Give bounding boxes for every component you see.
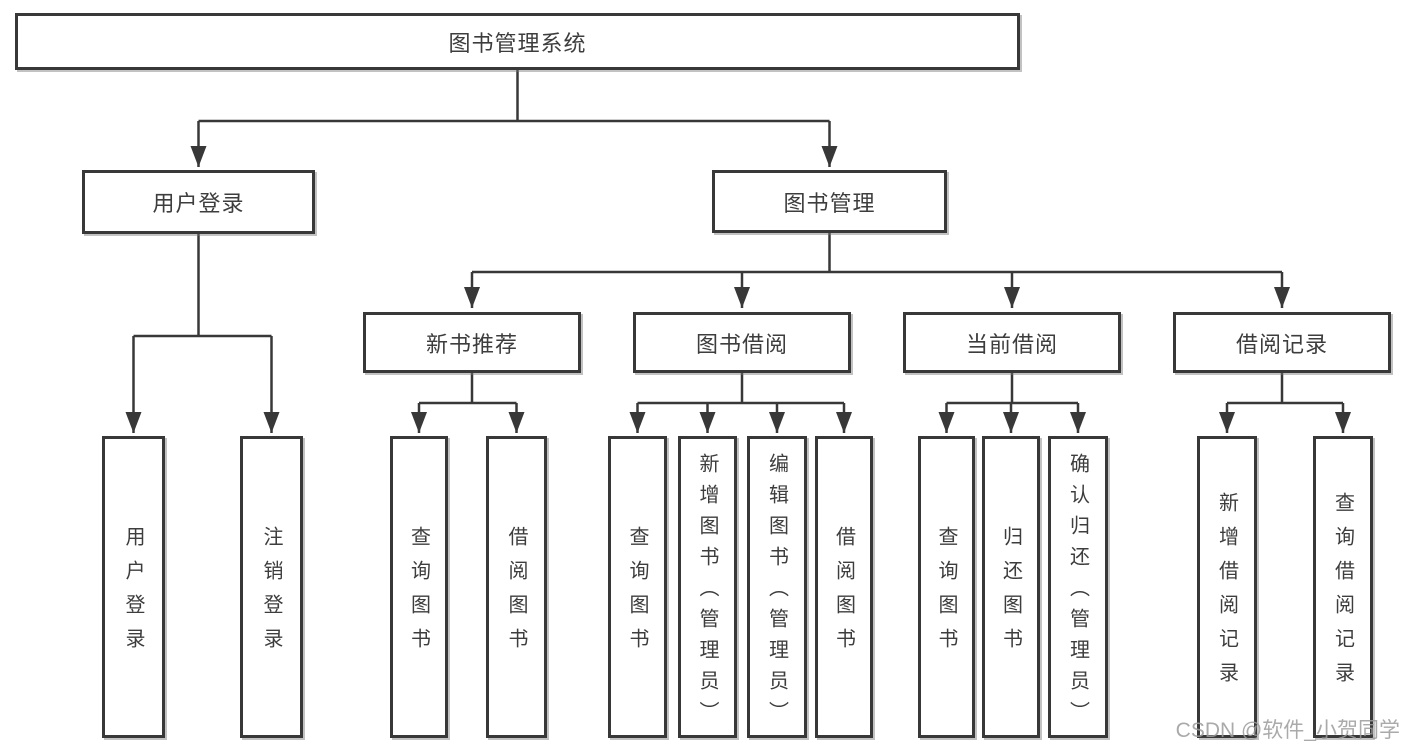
leaf-query-book-2: 查询图书 (608, 436, 667, 738)
watermark: CSDN @软件_小贺同学 (1175, 719, 1400, 742)
node-book-borrow: 图书借阅 (633, 312, 851, 373)
connector-current-borrow-rail (946, 373, 1078, 405)
leaf-query-book-1: 查询图书 (390, 436, 448, 738)
node-book-mgmt: 图书管理 (712, 170, 947, 233)
node-new-book-recommend: 新书推荐 (363, 312, 581, 373)
leaf-logout-label: 注销登录 (260, 526, 282, 662)
leaf-add-borrow-record-label: 新增借阅记录 (1215, 492, 1238, 696)
leaf-edit-book-admin: 编辑图书（管理员） (747, 436, 807, 738)
connector-book-borrow-rail (637, 373, 844, 405)
leaf-logout: 注销登录 (240, 436, 303, 738)
leaf-borrow-book-1: 借阅图书 (486, 436, 547, 738)
connector-new-book-rail (419, 373, 517, 405)
leaf-query-book-2-label: 查询图书 (626, 526, 648, 662)
leaf-query-book-3: 查询图书 (918, 436, 975, 738)
leaf-user-login-label: 用户登录 (122, 526, 144, 662)
leaf-borrow-book-2-label: 借阅图书 (832, 526, 855, 662)
node-borrow-records-label: 借阅记录 (1235, 331, 1328, 357)
leaf-borrow-book-2: 借阅图书 (815, 436, 873, 738)
leaf-edit-book-admin-label: 编辑图书（管理员） (765, 453, 788, 732)
leaf-add-book-admin-label: 新增图书（管理员） (696, 453, 718, 732)
leaf-query-book-3-label: 查询图书 (935, 526, 957, 662)
leaf-query-borrow-record-label: 查询借阅记录 (1331, 492, 1354, 696)
node-root: 图书管理系统 (15, 13, 1020, 70)
node-borrow-records: 借阅记录 (1173, 312, 1391, 373)
leaf-user-login: 用户登录 (102, 436, 165, 738)
connector-root-rail (198, 70, 830, 123)
node-user-login-label: 用户登录 (152, 191, 245, 216)
leaf-confirm-return-admin-label: 确认归还（管理员） (1066, 453, 1089, 732)
connector-book-mgmt-rail (472, 233, 1282, 274)
connector-borrow-records-rail (1227, 373, 1343, 405)
leaf-return-book: 归还图书 (982, 436, 1040, 738)
node-user-login: 用户登录 (82, 170, 315, 234)
leaf-add-borrow-record: 新增借阅记录 (1197, 436, 1257, 738)
leaf-add-book-admin: 新增图书（管理员） (678, 436, 737, 738)
leaf-borrow-book-1-label: 借阅图书 (505, 526, 527, 662)
leaf-query-book-1-label: 查询图书 (407, 526, 430, 662)
node-new-book-recommend-label: 新书推荐 (425, 331, 518, 357)
node-current-borrow-label: 当前借阅 (965, 331, 1058, 357)
node-current-borrow: 当前借阅 (903, 312, 1121, 373)
node-root-label: 图书管理系统 (448, 30, 587, 56)
leaf-return-book-label: 归还图书 (999, 526, 1022, 662)
node-book-borrow-label: 图书借阅 (695, 331, 788, 357)
node-book-mgmt-label: 图书管理 (783, 190, 876, 216)
connector-user-login-rail (133, 234, 272, 338)
leaf-query-borrow-record: 查询借阅记录 (1313, 436, 1373, 738)
leaf-confirm-return-admin: 确认归还（管理员） (1048, 436, 1108, 738)
